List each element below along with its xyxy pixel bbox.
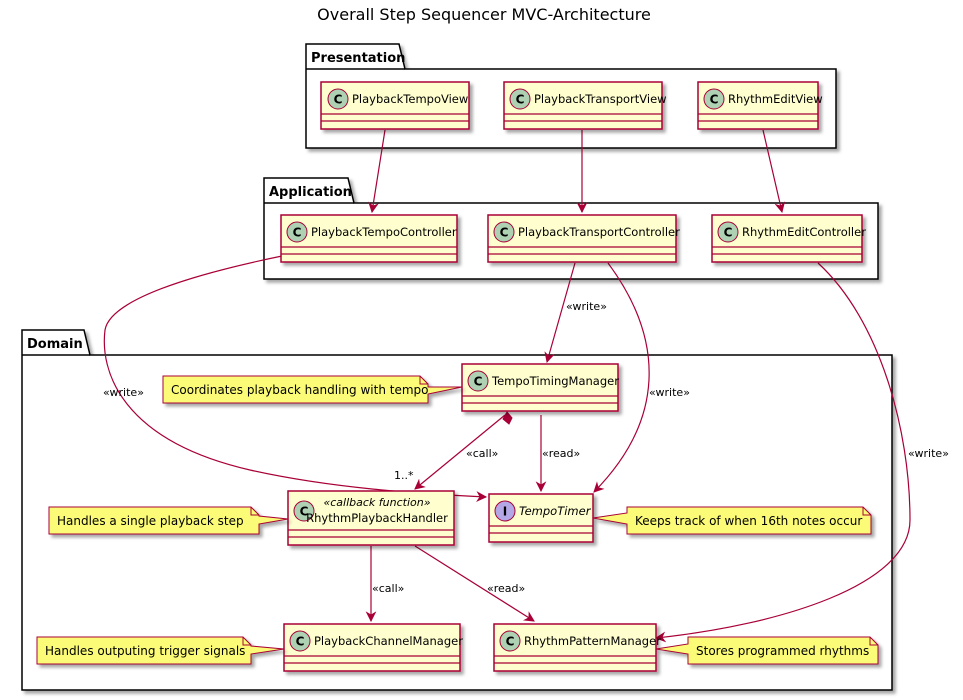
svg-text:C: C [300, 505, 309, 519]
note-tempo-timer: Keeps track of when 16th notes occur [592, 506, 872, 535]
edge-transport-to-timing [544, 262, 576, 364]
svg-text:C: C [724, 226, 733, 240]
svg-text:C: C [474, 375, 483, 389]
note-pattern-manager: Stores programmed rhythms [655, 636, 879, 665]
class-icon [293, 500, 315, 522]
class-icon [289, 630, 311, 652]
edge-label-read-timing-timer: «read» [542, 447, 580, 460]
svg-text:C: C [506, 635, 515, 649]
class-stereotype: «callback function» [323, 496, 430, 509]
edge-label-read-handler-pattern: «read» [487, 582, 525, 595]
svg-text:C: C [500, 226, 509, 240]
class-icon [467, 370, 489, 392]
edge-label-call-timing-handler: «call» [466, 447, 498, 460]
class-name: TempoTimingManager [491, 374, 619, 388]
edge-label-write-edit-pattern: «write» [908, 447, 949, 460]
interface-tempo-timer: I TempoTimer [488, 493, 594, 543]
class-tempo-timing-manager: C TempoTimingManager [461, 363, 619, 412]
note-text: Keeps track of when 16th notes occur [635, 514, 862, 528]
svg-text:C: C [710, 93, 719, 107]
package-label-application: Application [269, 185, 352, 200]
svg-text:I: I [503, 505, 507, 519]
edge-timing-to-handler [414, 414, 506, 490]
class-rhythm-edit-controller: C RhythmEditController [711, 214, 866, 263]
svg-text:C: C [293, 226, 302, 240]
class-icon [509, 88, 531, 110]
edge-tempo-view-to-controller [368, 129, 386, 214]
note-text: Stores programmed rhythms [696, 644, 869, 658]
edge-label-multiplicity: 1..* [394, 469, 414, 482]
edge-label-write-tempo-timer: «write» [103, 386, 144, 399]
edge-label-write-transport-timer: «write» [649, 386, 690, 399]
svg-text:C: C [334, 93, 343, 107]
edge-tempo-controller-to-timer [103, 255, 488, 502]
class-rhythm-edit-view: C RhythmEditView [697, 81, 823, 130]
class-icon [286, 221, 308, 243]
class-playback-channel-manager: C PlaybackChannelManager [283, 623, 463, 672]
note-channel-manager: Handles outputing trigger signals [36, 636, 285, 665]
diagram-title: Overall Step Sequencer MVC-Architecture [317, 5, 651, 24]
class-rhythm-pattern-manager: C RhythmPatternManager [493, 623, 661, 672]
class-icon [499, 630, 521, 652]
interface-icon [494, 500, 516, 522]
package-domain [21, 329, 893, 691]
composition-diamond [502, 411, 513, 425]
class-playback-tempo-view: C PlaybackTempoView [320, 81, 470, 130]
edge-handler-to-pattern [414, 545, 535, 622]
svg-text:C: C [516, 93, 525, 107]
edge-edit-view-to-controller [762, 129, 786, 214]
class-name: PlaybackTempoView [352, 92, 468, 106]
package-label-domain: Domain [27, 337, 83, 352]
edge-transport-to-timer [593, 262, 650, 493]
interface-name: TempoTimer [519, 504, 592, 518]
class-name: RhythmEditController [742, 225, 866, 239]
edges [103, 129, 911, 643]
class-icon [717, 221, 739, 243]
package-label-presentation: Presentation [311, 51, 405, 66]
class-icon [493, 221, 515, 243]
class-playback-tempo-controller: C PlaybackTempoController [280, 214, 458, 263]
note-playback-handler: Handles a single playback step [48, 506, 289, 535]
svg-text:C: C [296, 635, 305, 649]
class-name: RhythmEditView [728, 92, 823, 106]
class-name: PlaybackTransportView [534, 92, 667, 106]
edge-label-call-handler-channel: «call» [372, 582, 404, 595]
class-name: RhythmPlaybackHandler [306, 511, 448, 525]
note-text: Handles outputing trigger signals [45, 644, 245, 658]
class-name: PlaybackChannelManager [314, 634, 463, 648]
note-tempo-timing: Coordinates playback handling with tempo [162, 375, 463, 404]
note-text: Handles a single playback step [57, 514, 244, 528]
class-icon [703, 88, 725, 110]
class-name: RhythmPatternManager [524, 634, 661, 648]
edge-edit-controller-to-pattern [654, 262, 911, 643]
class-name: PlaybackTempoController [311, 225, 457, 239]
class-playback-transport-controller: C PlaybackTransportController [487, 214, 680, 263]
class-icon [327, 88, 349, 110]
edge-label-write-transport-timing: «write» [566, 300, 607, 313]
class-playback-transport-view: C PlaybackTransportView [503, 81, 667, 130]
class-name: PlaybackTransportController [518, 225, 680, 239]
class-rhythm-playback-handler: C «callback function» RhythmPlaybackHand… [287, 490, 455, 546]
note-text: Coordinates playback handling with tempo [171, 383, 428, 397]
